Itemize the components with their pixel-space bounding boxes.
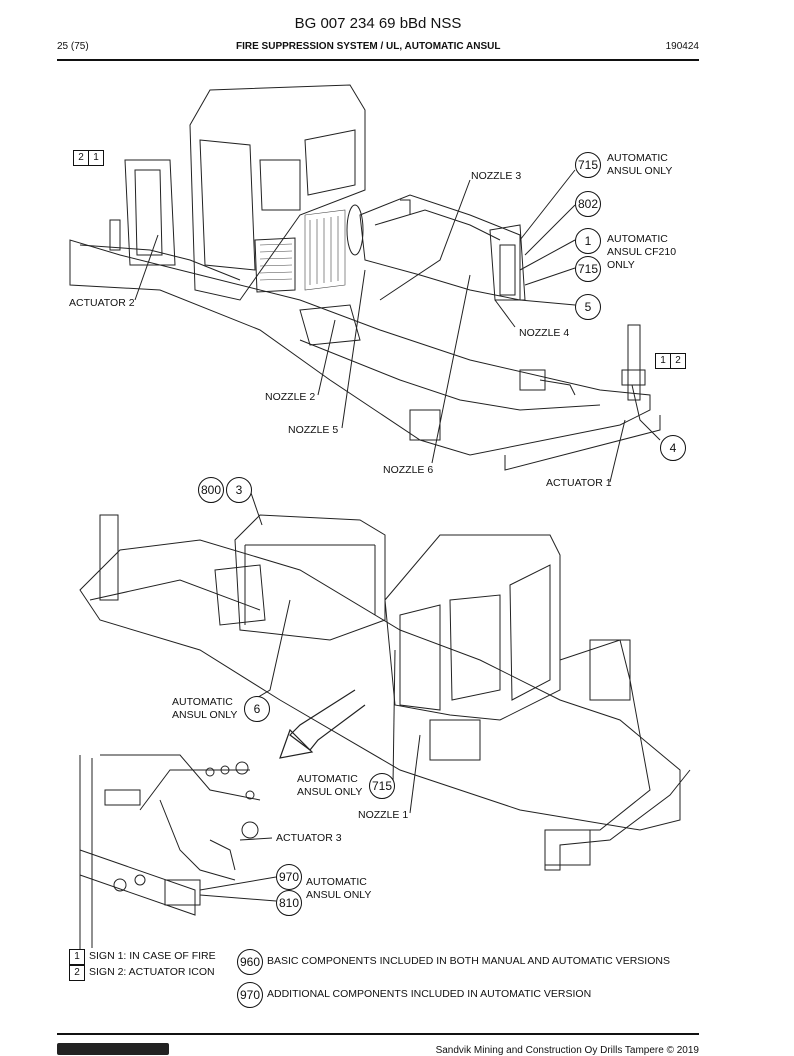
footer-copyright: Sandvik Mining and Construction Oy Drill… (435, 1045, 699, 1056)
sign-box-2: 2 (73, 150, 89, 166)
header-rule (57, 59, 699, 61)
legend-sign-2-text: SIGN 2: ACTUATOR ICON (89, 966, 215, 978)
company-logo (57, 1043, 169, 1055)
label-nozzle-2: NOZZLE 2 (265, 391, 316, 403)
legend-sign-1-text: SIGN 1: IN CASE OF FIRE (89, 950, 216, 962)
callout-970: 970 (276, 864, 302, 890)
callout-800: 800 (198, 477, 224, 503)
legend-sign-box-1: 1 (69, 949, 85, 965)
label-automatic-ansul-only: AUTOMATIC ANSUL ONLY (306, 876, 372, 901)
label-nozzle-5: NOZZLE 5 (288, 424, 339, 436)
document-date: 190424 (665, 41, 699, 52)
label-automatic-ansul-only: AUTOMATIC ANSUL ONLY (607, 152, 673, 177)
legend-sign-box-2: 2 (69, 965, 85, 981)
label-nozzle-6: NOZZLE 6 (383, 464, 434, 476)
legend-basic-components: BASIC COMPONENTS INCLUDED IN BOTH MANUAL… (267, 955, 670, 967)
label-nozzle-3: NOZZLE 3 (471, 170, 522, 182)
section-title: FIRE SUPPRESSION SYSTEM / UL, AUTOMATIC … (236, 41, 501, 52)
label-nozzle-4: NOZZLE 4 (519, 327, 570, 339)
callout-3: 3 (226, 477, 252, 503)
label-actuator-2: ACTUATOR 2 (69, 297, 135, 309)
sign-box-1: 1 (88, 150, 104, 166)
sign-box-2: 2 (670, 353, 686, 369)
callout-810: 810 (276, 890, 302, 916)
callout-715: 715 (369, 773, 395, 799)
sign-box-1: 1 (655, 353, 671, 369)
legend-callout-960: 960 (237, 949, 263, 975)
callout-802: 802 (575, 191, 601, 217)
callout-4: 4 (660, 435, 686, 461)
label-automatic-ansul-only: AUTOMATIC ANSUL ONLY (172, 696, 238, 721)
document-title: BG 007 234 69 bBd NSS (294, 15, 462, 32)
callout-5: 5 (575, 294, 601, 320)
label-actuator-3: ACTUATOR 3 (276, 832, 342, 844)
legend-callout-970: 970 (237, 982, 263, 1008)
page-number: 25 (75) (57, 41, 89, 52)
callout-6: 6 (244, 696, 270, 722)
label-automatic-ansul-cf210-only: AUTOMATIC ANSUL CF210 ONLY (607, 233, 677, 271)
callout-1: 1 (575, 228, 601, 254)
label-actuator-1: ACTUATOR 1 (546, 477, 612, 489)
label-nozzle-1: NOZZLE 1 (358, 809, 409, 821)
label-automatic-ansul-only: AUTOMATIC ANSUL ONLY (297, 773, 363, 798)
footer-rule (57, 1033, 699, 1035)
callout-715: 715 (575, 152, 601, 178)
legend-additional-components: ADDITIONAL COMPONENTS INCLUDED IN AUTOMA… (267, 988, 592, 1000)
callout-715-cf210: 715 (575, 256, 601, 282)
